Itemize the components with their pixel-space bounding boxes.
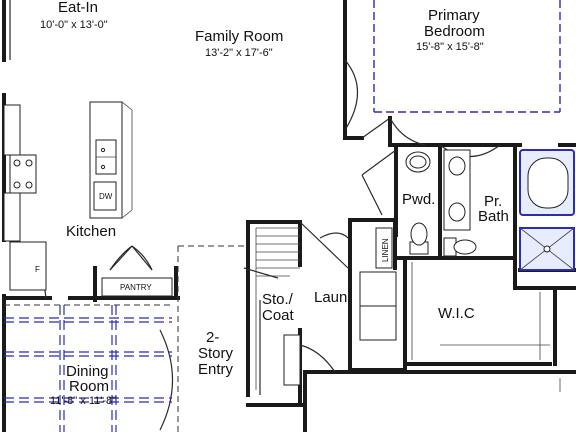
eat-in-dim: 10'-0" x 13'-0": [40, 19, 108, 31]
staircase: [243, 227, 301, 395]
laundry-fixtures: [359, 271, 397, 341]
ceiling-lines: [4, 0, 561, 432]
family-room-name: Family Room: [195, 28, 283, 45]
family-room-dim: 13'-2" x 17'-6": [205, 47, 273, 59]
fridge-label: F: [35, 265, 40, 274]
primary-bedroom-name-1: Primary: [428, 7, 480, 24]
entry-name-1: 2-: [206, 329, 219, 346]
laundry-name: Laun.: [314, 289, 352, 306]
eat-in-name: Eat-In: [58, 0, 98, 16]
entry-name-2: Story: [198, 345, 234, 362]
wic-name: W.I.C: [438, 305, 475, 322]
entry-name-3: Entry: [198, 361, 234, 378]
primary-bedroom-name-2: Bedroom: [424, 23, 485, 40]
kitchen-fixtures: F DW PANTRY: [3, 101, 173, 297]
dining-room-dim: 11'-8" x 11'-8": [50, 395, 116, 407]
dining-room-name-1: Dining: [66, 363, 109, 380]
linen-label: LINEN: [381, 238, 390, 262]
room-labels: Eat-In 10'-0" x 13'-0" Family Room 13'-2…: [40, 0, 509, 407]
primary-bedroom-dim: 15'-8" x 15'-8": [416, 41, 484, 53]
bath-fixtures: [375, 149, 575, 271]
powder-name: Pwd.: [402, 191, 435, 208]
pantry-label: PANTRY: [120, 283, 152, 292]
primary-bath-name-2: Bath: [478, 208, 509, 225]
primary-bath-name-1: Pr.: [484, 193, 502, 210]
storage-coat-name-1: Sto./: [262, 291, 294, 308]
kitchen-name: Kitchen: [66, 223, 116, 240]
dishwasher-label: DW: [99, 192, 113, 201]
wic-shelving: [411, 262, 550, 360]
dining-room-name-2: Room: [69, 378, 109, 395]
storage-coat-name-2: Coat: [262, 307, 295, 324]
